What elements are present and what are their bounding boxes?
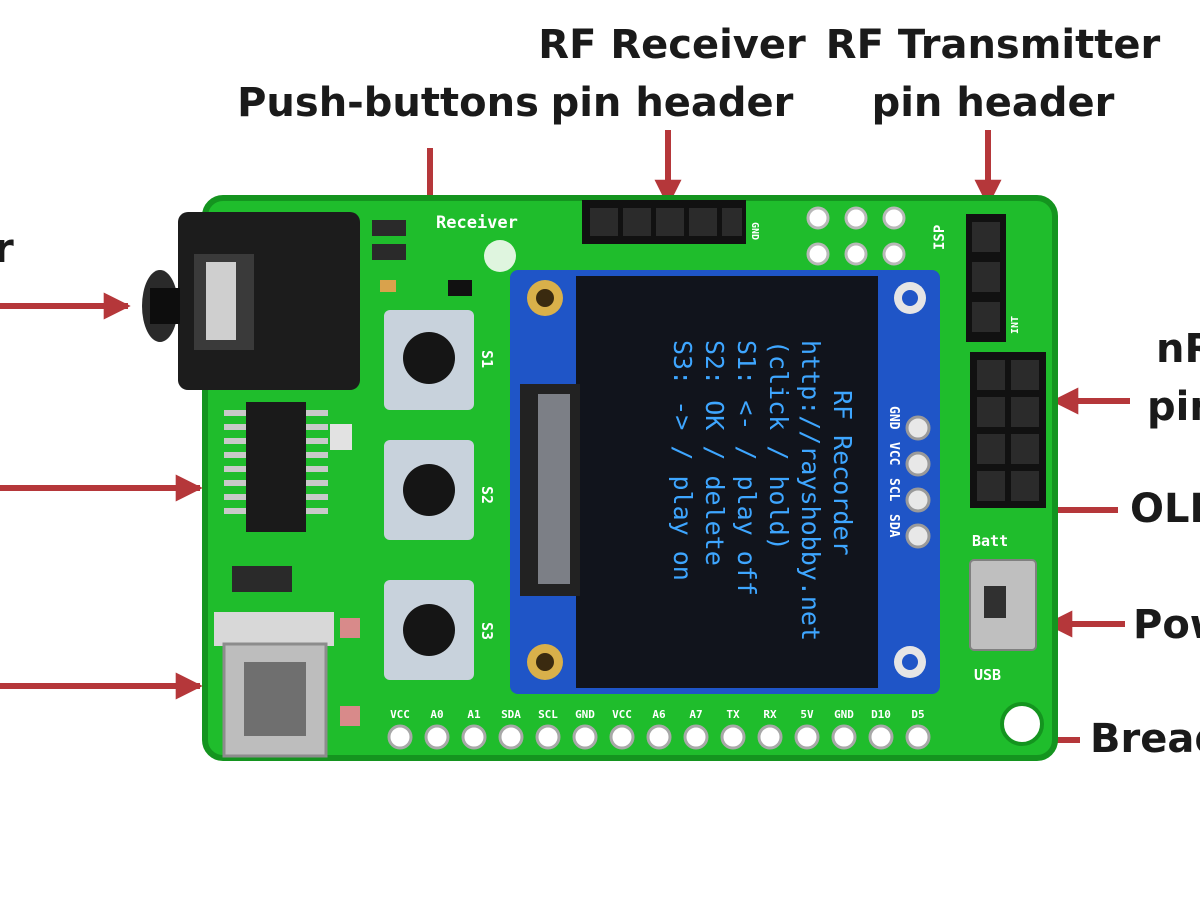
callout-power: Pow (1133, 602, 1200, 648)
push-button-s1[interactable] (384, 310, 474, 410)
oled-line-s1: S1: <- / play off (732, 340, 761, 596)
switch-label-usb-visible: USB (974, 666, 1001, 684)
pin-label-a0: A0 (430, 708, 443, 721)
oled-line-url: http://rayshobby.net (796, 340, 825, 641)
callout-nrf-line2: pin (1147, 384, 1200, 430)
button-label-s2: S2 (478, 486, 496, 504)
oled-line-s3: S3: -> / play on (668, 340, 697, 581)
pin-label-a7: A7 (689, 708, 702, 721)
receiver-silk-label: Receiver (436, 213, 518, 233)
oled-line-s2: S2: OK / delete (700, 340, 729, 566)
pin-label-gnd: GND (575, 708, 595, 721)
nrf-pin-header[interactable] (970, 352, 1046, 508)
breadboard-pin-labels: VCC A0 A1 SDA SCL GND VCC A6 A7 TX RX 5V… (390, 708, 925, 721)
oled-pin-sda: SDA (886, 514, 901, 538)
callout-nrf-line1: nR (1156, 326, 1200, 372)
callout-left-clipped: r (0, 226, 14, 272)
oled-pin-vcc: VCC (886, 442, 901, 465)
oled-screen: RF Recorder http://rayshobby.net (click … (668, 340, 857, 641)
callout-rf-transmitter-line1: RF Transmitter (826, 22, 1161, 68)
pin-label-tx: TX (726, 708, 740, 721)
audio-jack (142, 212, 360, 390)
push-button-s3[interactable] (384, 580, 474, 680)
pin-label-gnd-2: GND (834, 708, 854, 721)
pin-label-rx: RX (763, 708, 777, 721)
pin-label-sda: SDA (501, 708, 521, 721)
callout-oled: OLE (1130, 486, 1200, 532)
pin-label-scl: SCL (538, 708, 558, 721)
callout-rf-receiver-line2: pin header (551, 80, 794, 126)
button-label-s1: S1 (478, 350, 496, 368)
mini-usb-port[interactable] (214, 612, 360, 758)
pcb-edge (202, 195, 1058, 761)
button-label-s3: S3 (478, 622, 496, 640)
int-silk-label: INT (1010, 316, 1021, 334)
callout-rf-receiver-line1: RF Receiver (538, 22, 806, 68)
pin-label-5v: 5V (800, 708, 814, 721)
rf-transmitter-header[interactable] (966, 214, 1006, 342)
mount-hole-bottom-right (1000, 702, 1044, 746)
pin-label-vcc: VCC (390, 708, 410, 721)
oled-module (510, 270, 940, 694)
switch-label-batt: Batt (972, 532, 1008, 550)
pin-label-a1: A1 (467, 708, 481, 721)
smd-components (372, 220, 472, 296)
breadboard-pin-row (387, 724, 931, 750)
mount-hole-top (484, 240, 516, 272)
gnd-silk-label: GND (749, 222, 760, 240)
oled-line-title: RF Recorder (828, 390, 857, 556)
power-switch[interactable] (969, 559, 1037, 651)
push-button-s2[interactable] (384, 440, 474, 540)
ic-chip (224, 402, 352, 592)
callout-push-buttons: Push-buttons (237, 80, 539, 126)
rf-receiver-header[interactable] (582, 200, 746, 244)
pin-label-a6: A6 (652, 708, 666, 721)
isp-silk-label: ISP (932, 225, 948, 250)
pin-label-vcc-2: VCC (612, 708, 632, 721)
oled-line-hint: (click / hold) (764, 340, 793, 551)
callout-rf-transmitter-line2: pin header (872, 80, 1115, 126)
pin-label-d10: D10 (871, 708, 891, 721)
oled-pin-gnd: GND (886, 406, 901, 430)
callout-breadboard: Bread (1090, 716, 1200, 762)
pin-label-d5: D5 (911, 708, 924, 721)
oled-pins (905, 415, 931, 549)
vias-top (806, 206, 906, 266)
oled-pin-scl: SCL (886, 478, 901, 502)
